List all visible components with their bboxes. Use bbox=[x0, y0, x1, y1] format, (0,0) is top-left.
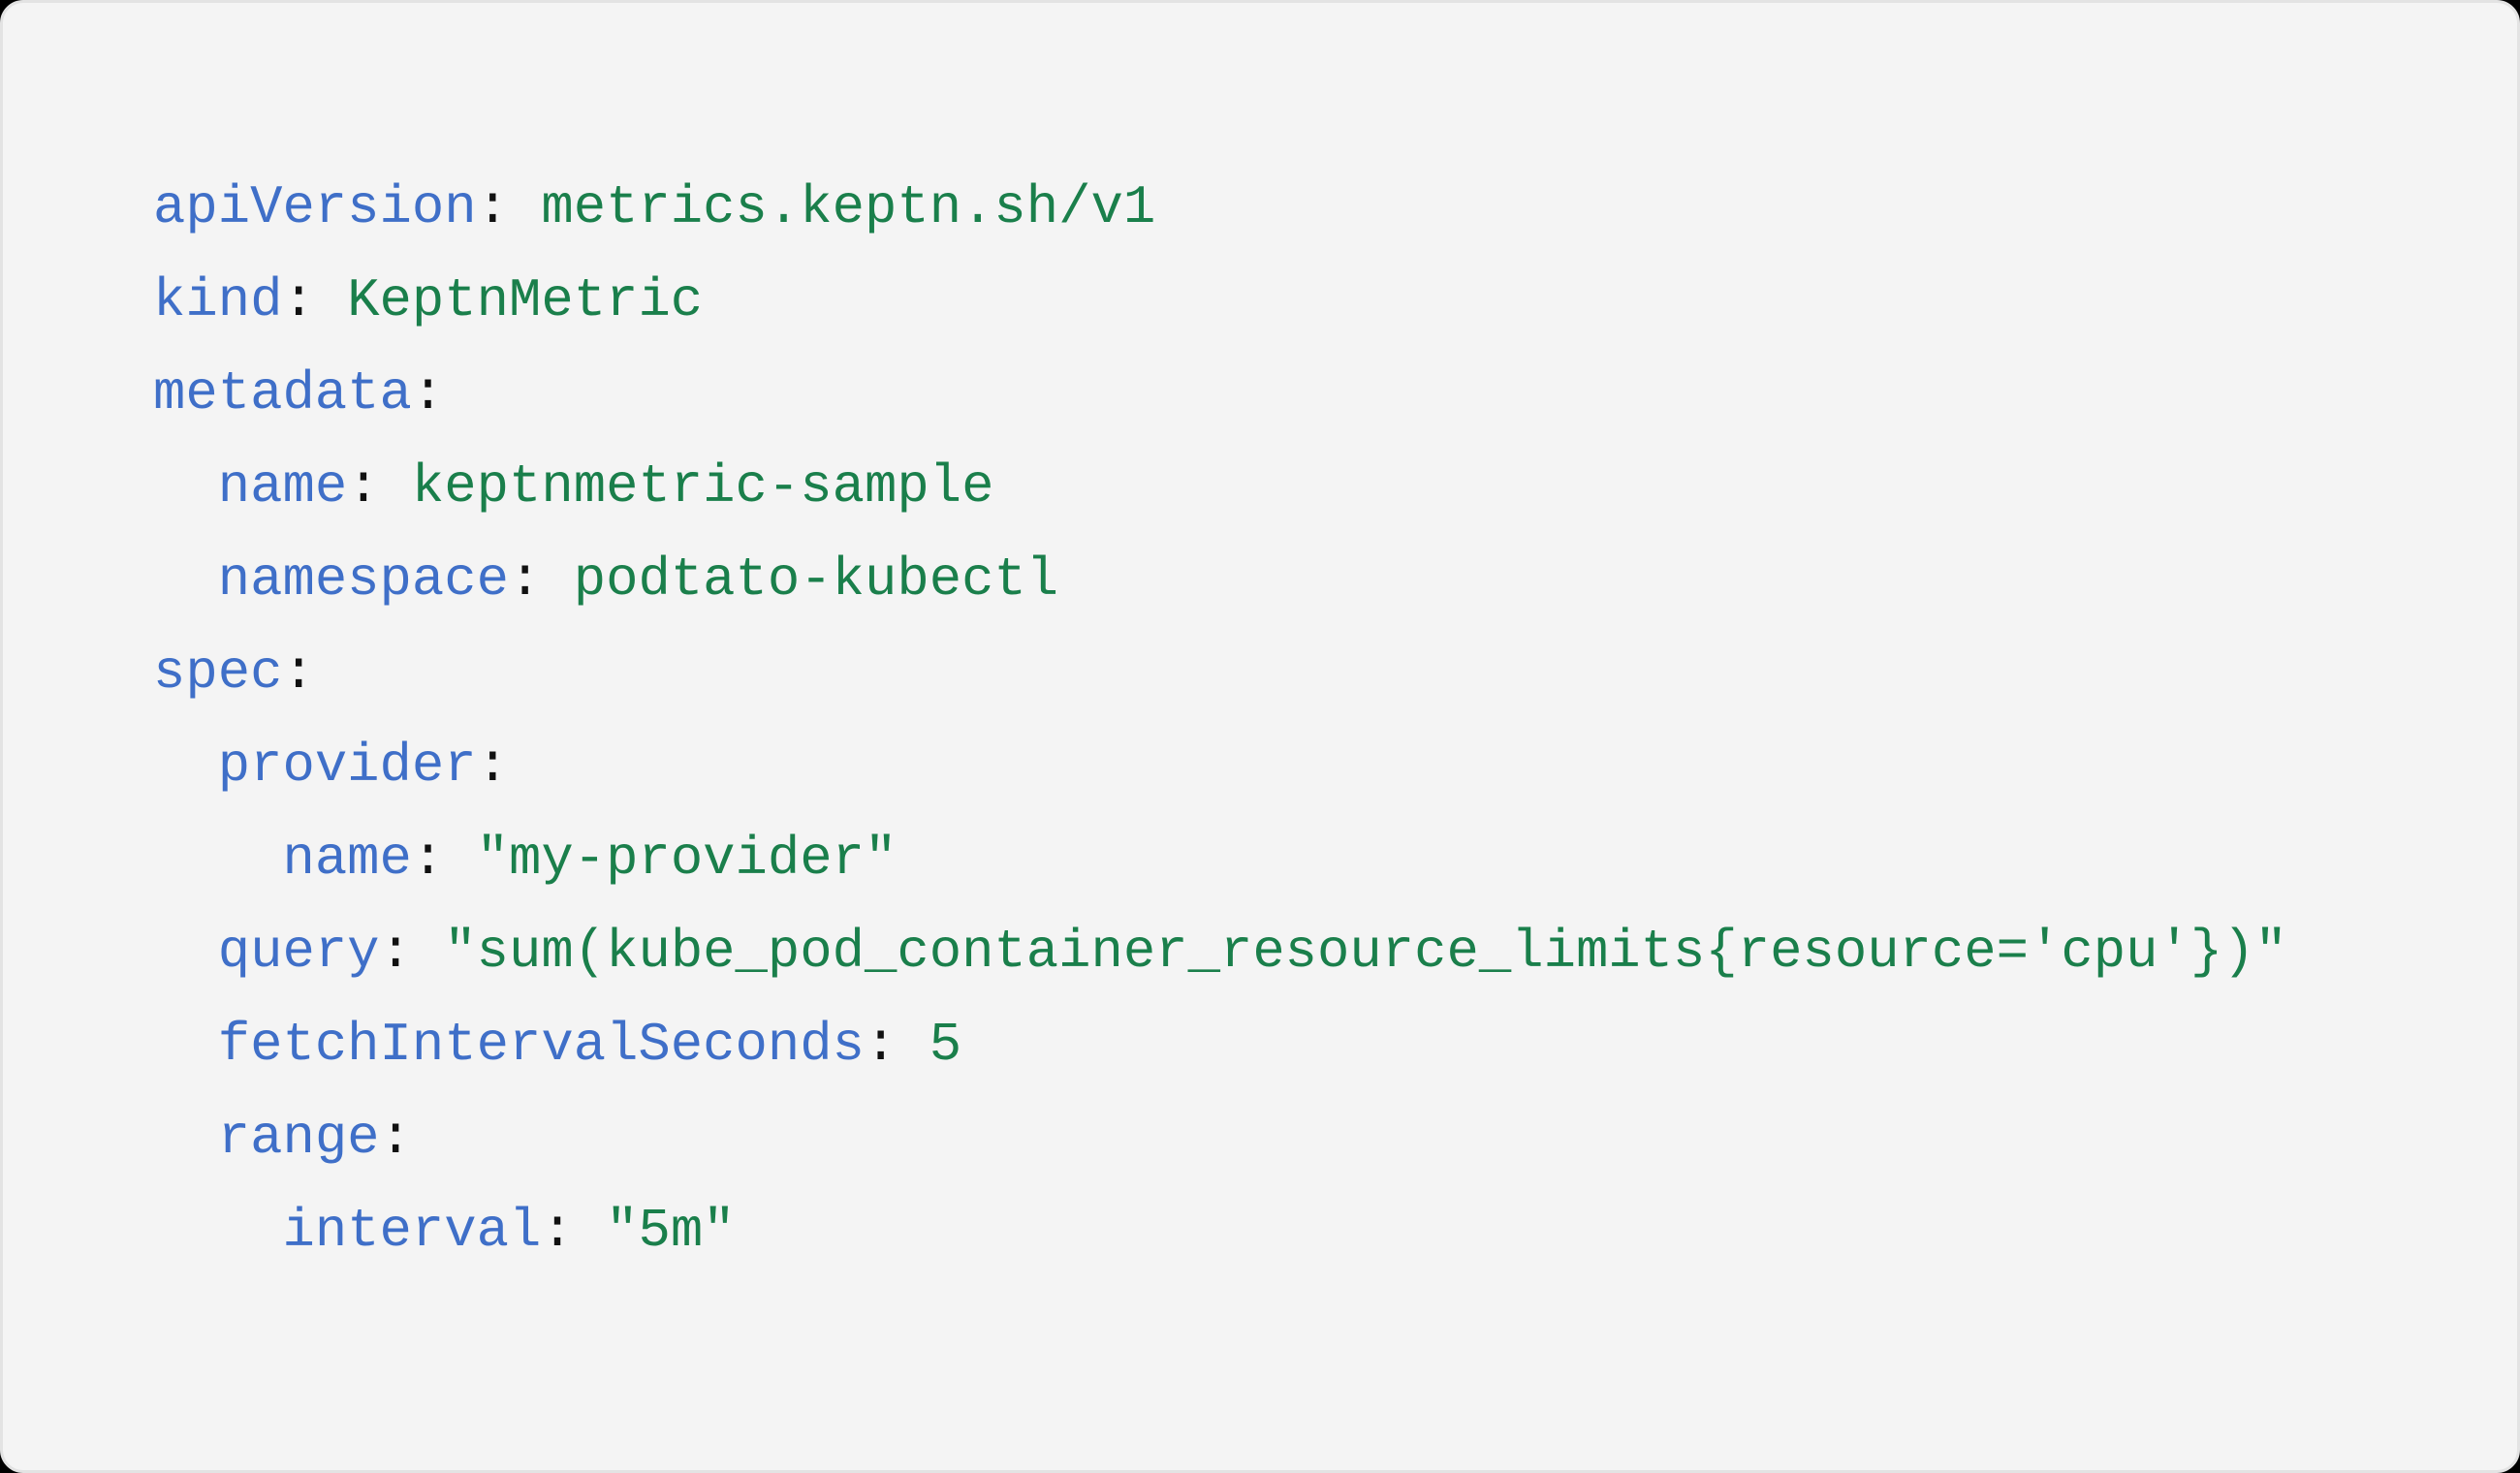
yaml-key: fetchIntervalSeconds bbox=[217, 1015, 865, 1076]
yaml-value: "my-provider" bbox=[444, 829, 898, 890]
indent bbox=[153, 922, 218, 983]
colon: : bbox=[864, 1015, 898, 1076]
indent bbox=[153, 1201, 282, 1262]
code-line-range: range: bbox=[153, 1092, 2287, 1185]
colon: : bbox=[379, 1108, 412, 1169]
code-line-metadata: metadata: bbox=[153, 348, 2287, 441]
code-line-interval: interval: "5m" bbox=[153, 1185, 2287, 1278]
yaml-key: name bbox=[282, 829, 412, 890]
code-line-kind: kind: KeptnMetric bbox=[153, 255, 2287, 348]
yaml-value: "sum(kube_pod_container_resource_limits{… bbox=[411, 922, 2287, 983]
yaml-key: namespace bbox=[217, 549, 509, 611]
colon: : bbox=[509, 549, 542, 611]
yaml-key: name bbox=[217, 456, 348, 517]
code-line-spec: spec: bbox=[153, 627, 2287, 720]
yaml-value: podtato-kubectl bbox=[541, 549, 1059, 611]
code-line-fetch-interval: fetchIntervalSeconds: 5 bbox=[153, 999, 2287, 1092]
indent bbox=[153, 1108, 218, 1169]
code-line-provider-name: name: "my-provider" bbox=[153, 813, 2287, 906]
colon: : bbox=[282, 642, 315, 704]
indent bbox=[153, 736, 218, 797]
colon: : bbox=[476, 736, 510, 797]
yaml-key: provider bbox=[217, 736, 477, 797]
code-line-metadata-name: name: keptnmetric-sample bbox=[153, 441, 2287, 534]
colon: : bbox=[476, 177, 509, 238]
colon: : bbox=[379, 922, 412, 983]
code-line-namespace: namespace: podtato-kubectl bbox=[153, 534, 2287, 627]
yaml-value: 5 bbox=[897, 1015, 962, 1076]
yaml-value: "5m" bbox=[573, 1201, 736, 1262]
code-line-query: query: "sum(kube_pod_container_resource_… bbox=[153, 906, 2287, 999]
yaml-key: spec bbox=[153, 642, 283, 704]
yaml-value: KeptnMetric bbox=[314, 270, 704, 331]
colon: : bbox=[411, 829, 445, 890]
yaml-key: interval bbox=[282, 1201, 542, 1262]
colon: : bbox=[411, 363, 445, 424]
yaml-value: metrics.keptn.sh/v1 bbox=[509, 177, 1156, 238]
indent bbox=[153, 829, 282, 890]
colon: : bbox=[347, 456, 380, 517]
colon: : bbox=[541, 1201, 574, 1262]
code-line-apiversion: apiVersion: metrics.keptn.sh/v1 bbox=[153, 162, 2287, 255]
yaml-value: keptnmetric-sample bbox=[379, 456, 994, 517]
yaml-key: apiVersion bbox=[153, 177, 477, 238]
yaml-key: query bbox=[217, 922, 380, 983]
indent bbox=[153, 456, 218, 517]
indent bbox=[153, 549, 218, 611]
colon: : bbox=[282, 270, 315, 331]
code-line-provider: provider: bbox=[153, 720, 2287, 813]
yaml-key: kind bbox=[153, 270, 283, 331]
indent bbox=[153, 1015, 218, 1076]
yaml-key: range bbox=[217, 1108, 380, 1169]
yaml-key: metadata bbox=[153, 363, 412, 424]
